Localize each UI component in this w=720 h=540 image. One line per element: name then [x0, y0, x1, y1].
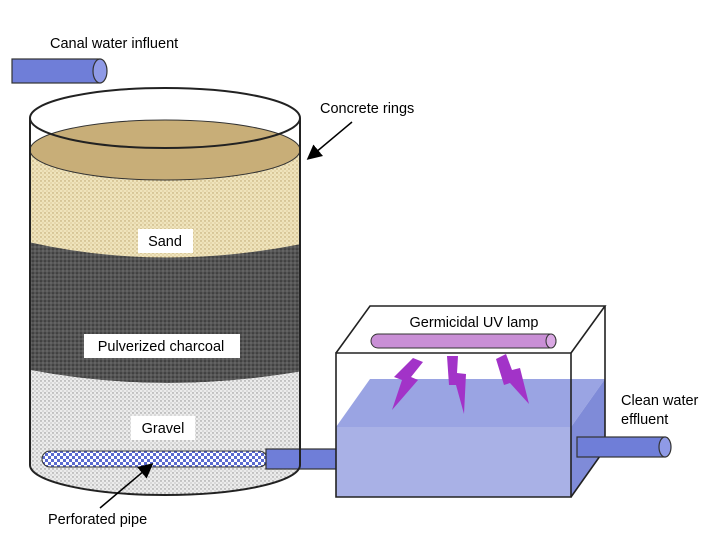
influent-pipe	[11, 58, 108, 84]
perforated-pipe	[41, 450, 268, 468]
influent-label: Canal water influent	[50, 36, 178, 52]
sand-label: Sand	[148, 234, 182, 250]
perforated-label: Perforated pipe	[48, 512, 147, 528]
gravel-layer	[30, 368, 300, 495]
uv-bolt-icon	[447, 356, 466, 414]
uv-box-water	[336, 379, 605, 497]
concrete-label: Concrete rings	[320, 101, 414, 117]
effluent-pipe	[576, 436, 672, 458]
uv-bolt-icon	[392, 358, 423, 410]
effluent-label-line1: Clean water	[621, 393, 699, 409]
gravel-label-box	[131, 416, 195, 440]
sand-label-box	[138, 229, 193, 253]
perforated-arrow	[99, 463, 154, 509]
uv-bolt-icon	[496, 354, 529, 404]
gravel-label: Gravel	[142, 421, 185, 437]
uv-lamp	[370, 333, 557, 349]
charcoal-layer	[30, 240, 300, 383]
concrete-arrow	[306, 121, 353, 160]
sand-top-surface	[29, 119, 301, 181]
uv-lamp-label: Germicidal UV lamp	[410, 315, 539, 331]
charcoal-label-box	[84, 334, 240, 358]
effluent-label-line2: effluent	[621, 412, 668, 428]
charcoal-label: Pulverized charcoal	[98, 339, 225, 355]
uv-rays	[392, 354, 529, 414]
concrete-rings	[29, 87, 301, 496]
